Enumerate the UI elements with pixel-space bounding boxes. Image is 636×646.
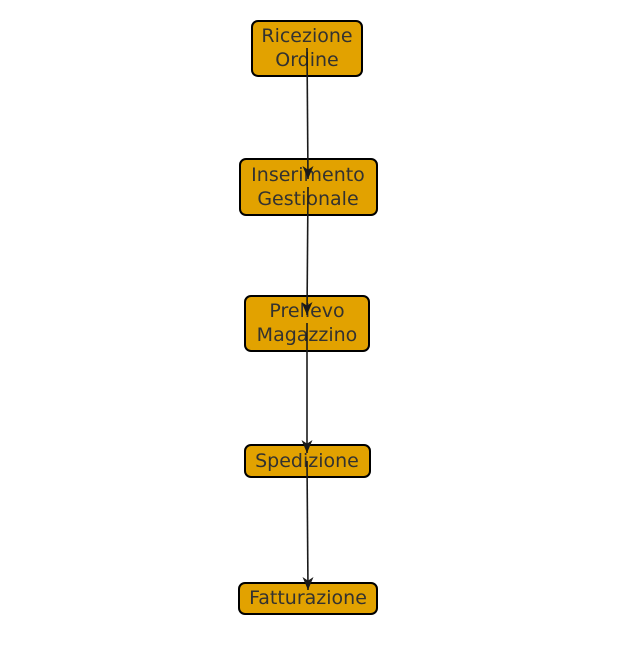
edge-line-spedizione-to-fatturazione <box>306 460 309 591</box>
node-label-line: Magazzino <box>256 324 358 346</box>
node-label-line: Ricezione <box>261 25 353 47</box>
node-label-line: Ordine <box>275 49 339 71</box>
flow-node-fatturazione: Fatturazione <box>238 581 378 615</box>
node-label-line: Inserimento <box>251 164 365 186</box>
node-label-line: Spedizione <box>255 450 359 472</box>
node-label-line: Gestionale <box>257 188 359 210</box>
node-label-line: Fatturazione <box>249 587 367 609</box>
flow-node-spedizione: Spedizione <box>243 444 371 478</box>
node-label-line: Prelievo <box>269 300 345 322</box>
